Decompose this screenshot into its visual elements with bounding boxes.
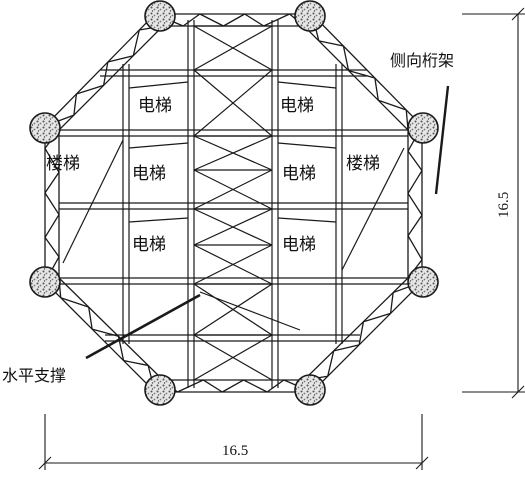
dimension-horizontal: 16.5 xyxy=(38,414,429,470)
label-elevator-top-right: 电梯 xyxy=(280,96,314,116)
column-top-right xyxy=(294,0,326,32)
column-bottom-right xyxy=(294,374,326,406)
column-left-upper xyxy=(29,112,61,144)
columns xyxy=(29,0,439,406)
label-elevator-low-right: 电梯 xyxy=(282,235,316,255)
callout-horizontal-bracing: 水平支撑 xyxy=(2,293,201,385)
label-elevator-mid-right: 电梯 xyxy=(282,164,316,184)
column-bottom-left xyxy=(144,374,176,406)
room-labels: 电梯 电梯 楼梯 电梯 电梯 楼梯 电梯 电梯 xyxy=(46,96,380,255)
column-right-upper xyxy=(407,112,439,144)
interior-frame xyxy=(59,20,408,388)
label-elevator-top-left: 电梯 xyxy=(138,96,172,116)
dimension-height-text: 16.5 xyxy=(496,192,512,218)
dimension-vertical: 16.5 xyxy=(462,7,525,399)
label-elevator-mid-left: 电梯 xyxy=(132,164,166,184)
column-right-lower xyxy=(407,266,439,298)
column-left-lower xyxy=(29,266,61,298)
label-stair-left: 楼梯 xyxy=(46,154,80,174)
dimension-width-text: 16.5 xyxy=(222,443,248,459)
callout-horizontal-bracing-text: 水平支撑 xyxy=(2,366,66,385)
column-top-left xyxy=(144,0,176,32)
callout-lateral-truss-text: 侧向桁架 xyxy=(390,51,454,70)
core-bracing xyxy=(193,25,273,381)
callout-lateral-truss: 侧向桁架 xyxy=(390,51,454,195)
label-stair-right: 楼梯 xyxy=(346,154,380,174)
label-elevator-low-left: 电梯 xyxy=(132,235,166,255)
